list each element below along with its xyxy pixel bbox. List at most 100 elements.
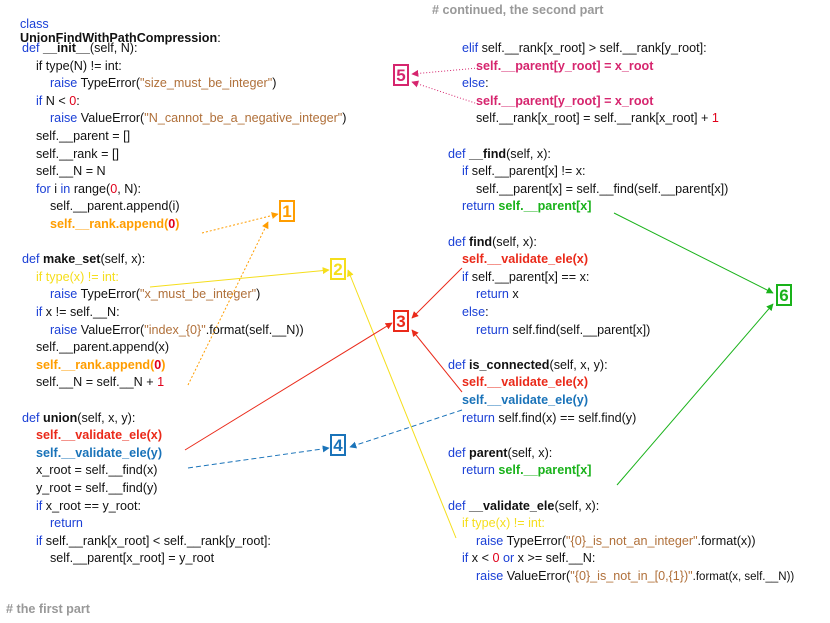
code-token: .format(self.__N)) — [205, 322, 304, 337]
code-token: TypeError( — [80, 287, 141, 302]
code-token: self.__validate_ele(x) — [448, 252, 589, 267]
first-part-line-26: y_root = self.__find(y) — [22, 481, 157, 496]
arrow-6-from-parent — [616, 303, 774, 486]
code-token: return — [448, 410, 499, 425]
second-part-line-20: self.__validate_ele(x) — [448, 375, 588, 390]
code-token: if — [22, 533, 46, 548]
code-token: make_set — [43, 252, 101, 267]
first-part-line-11: self.__rank.append(0) — [22, 217, 180, 232]
second-part-line-2: self.__parent[y_root] = x_root — [448, 59, 653, 74]
code-token: x — [512, 287, 519, 302]
code-token: self.__parent[x_root] = y_root — [22, 551, 215, 566]
second-part-line-19: def is_connected(self, x, y): — [448, 358, 608, 373]
code-token: raise — [22, 76, 81, 91]
code-token: raise — [22, 287, 81, 302]
second-part-line-12: def find(self, x): — [448, 235, 537, 250]
first-part-line-27: if x_root == y_root: — [22, 499, 141, 514]
first-part-line-28: return — [22, 516, 83, 531]
code-token: N < — [45, 93, 70, 108]
code-token: , N): — [117, 181, 142, 196]
first-part-line-16: if x != self.__N: — [22, 305, 120, 320]
arrow-4-from-union — [187, 445, 330, 469]
code-token: or — [499, 551, 518, 566]
code-token: self.__parent[x] — [498, 463, 592, 478]
second-part-line-13: self.__validate_ele(x) — [448, 252, 588, 267]
second-part-line-30: if x < 0 or x >= self.__N: — [448, 551, 595, 566]
second-part-line-15: return x — [448, 287, 519, 302]
code-token: union — [43, 410, 78, 425]
second-part-line-14: if self.__parent[x] == x: — [448, 270, 589, 285]
code-token: 0 — [492, 551, 500, 566]
first-part-line-6: self.__parent = [] — [22, 129, 130, 144]
badge-6: 6 — [776, 284, 792, 306]
first-part-line-25: x_root = self.__find(x) — [22, 463, 157, 478]
code-token: self.__rank.append( — [22, 217, 169, 231]
code-token: self.__rank[x_root] > self.__rank[y_root… — [481, 41, 707, 55]
code-token: (self, x, y): — [77, 410, 136, 425]
code-token: TypeError( — [506, 533, 567, 548]
arrow-2-from-validate — [347, 269, 457, 539]
code-token: x >= self.__N: — [517, 551, 596, 566]
first-part-line-15: raise TypeError("x_must_be_integer") — [22, 287, 260, 302]
code-token: def — [22, 410, 44, 425]
first-part-line-9: for i in range(0, N): — [22, 182, 141, 197]
code-token: self.__N = self.__N + — [22, 375, 158, 390]
code-token: (self, x): — [506, 146, 551, 161]
second-part-line-28: if type(x) != int: — [448, 516, 545, 531]
code-token: if — [22, 305, 46, 319]
code-token: else — [448, 76, 486, 91]
code-token: 0 — [69, 93, 77, 108]
code-token: self.__rank.append( — [22, 357, 155, 372]
code-token: self.__rank[x_root] = self.__rank[x_root… — [448, 111, 712, 126]
class-keyword: class — [20, 17, 49, 31]
arrow-3-from-find — [411, 267, 463, 319]
code-token: y_root = self.__find(y) — [22, 481, 158, 495]
second-part-line-8: if self.__parent[x] != x: — [448, 164, 586, 179]
arrow-5-from-line-1 — [411, 67, 479, 77]
code-token: : — [76, 93, 80, 108]
code-token: (self, N): — [89, 41, 138, 55]
code-token: ValueError( — [506, 569, 571, 583]
code-token: self.__parent.append(x) — [22, 340, 170, 355]
code-token: def — [448, 498, 470, 513]
code-token: is_connected — [469, 357, 550, 372]
first-part-line-22: def union(self, x, y): — [22, 411, 135, 426]
code-token: __init__ — [43, 41, 90, 55]
code-token: self.__validate_ele(x) — [22, 428, 163, 443]
second-part-line-22: return self.find(x) == self.find(y) — [448, 411, 636, 426]
first-part-line-23: self.__validate_ele(x) — [22, 428, 162, 443]
second-part-line-17: return self.find(self.__parent[x]) — [448, 323, 650, 338]
first-part-line-24: self.__validate_ele(y) — [22, 446, 162, 461]
code-token: self.__rank[x_root] < self.__rank[y_root… — [45, 533, 271, 548]
code-token: if type(N) != int: — [22, 58, 122, 73]
code-token: __find — [469, 146, 507, 161]
code-token: raise — [22, 111, 81, 126]
code-token: in — [60, 181, 74, 196]
code-token: "{0}_is_not_an_integer" — [566, 533, 698, 548]
badge-3: 3 — [393, 310, 409, 332]
first-part-line-19: self.__rank.append(0) — [22, 358, 166, 373]
code-token: if type(x) != int: — [448, 516, 545, 531]
code-token: : — [485, 76, 489, 91]
first-part-line-2: if type(N) != int: — [22, 59, 122, 74]
code-token: self.__parent[y_root] = x_root — [448, 58, 654, 73]
code-token: raise — [22, 322, 81, 337]
code-token: (self, x): — [100, 252, 146, 267]
second-part-line-31: raise ValueError("{0}_is_not_in_[0,{1})"… — [448, 569, 794, 585]
code-token: self.__parent[y_root] = x_root — [448, 93, 654, 108]
second-part-line-7: def __find(self, x): — [448, 147, 551, 162]
first-part-line-3: raise TypeError("size_must_be_integer") — [22, 76, 276, 91]
code-token: self.__parent[x] == x: — [471, 269, 590, 284]
code-token: 0 — [154, 357, 162, 372]
second-part-line-21: self.__validate_ele(y) — [448, 393, 588, 408]
code-token: for — [22, 181, 55, 196]
code-token: def — [22, 41, 44, 55]
code-token: raise — [448, 533, 507, 548]
code-token: if type(x) != int: — [22, 269, 119, 284]
code-token: self.__parent[x] = self.__find(self.__pa… — [448, 181, 729, 196]
code-token: ) — [256, 287, 261, 302]
code-token: if — [448, 269, 472, 284]
code-token: return — [22, 516, 83, 531]
code-token: self.__N = N — [22, 164, 106, 179]
